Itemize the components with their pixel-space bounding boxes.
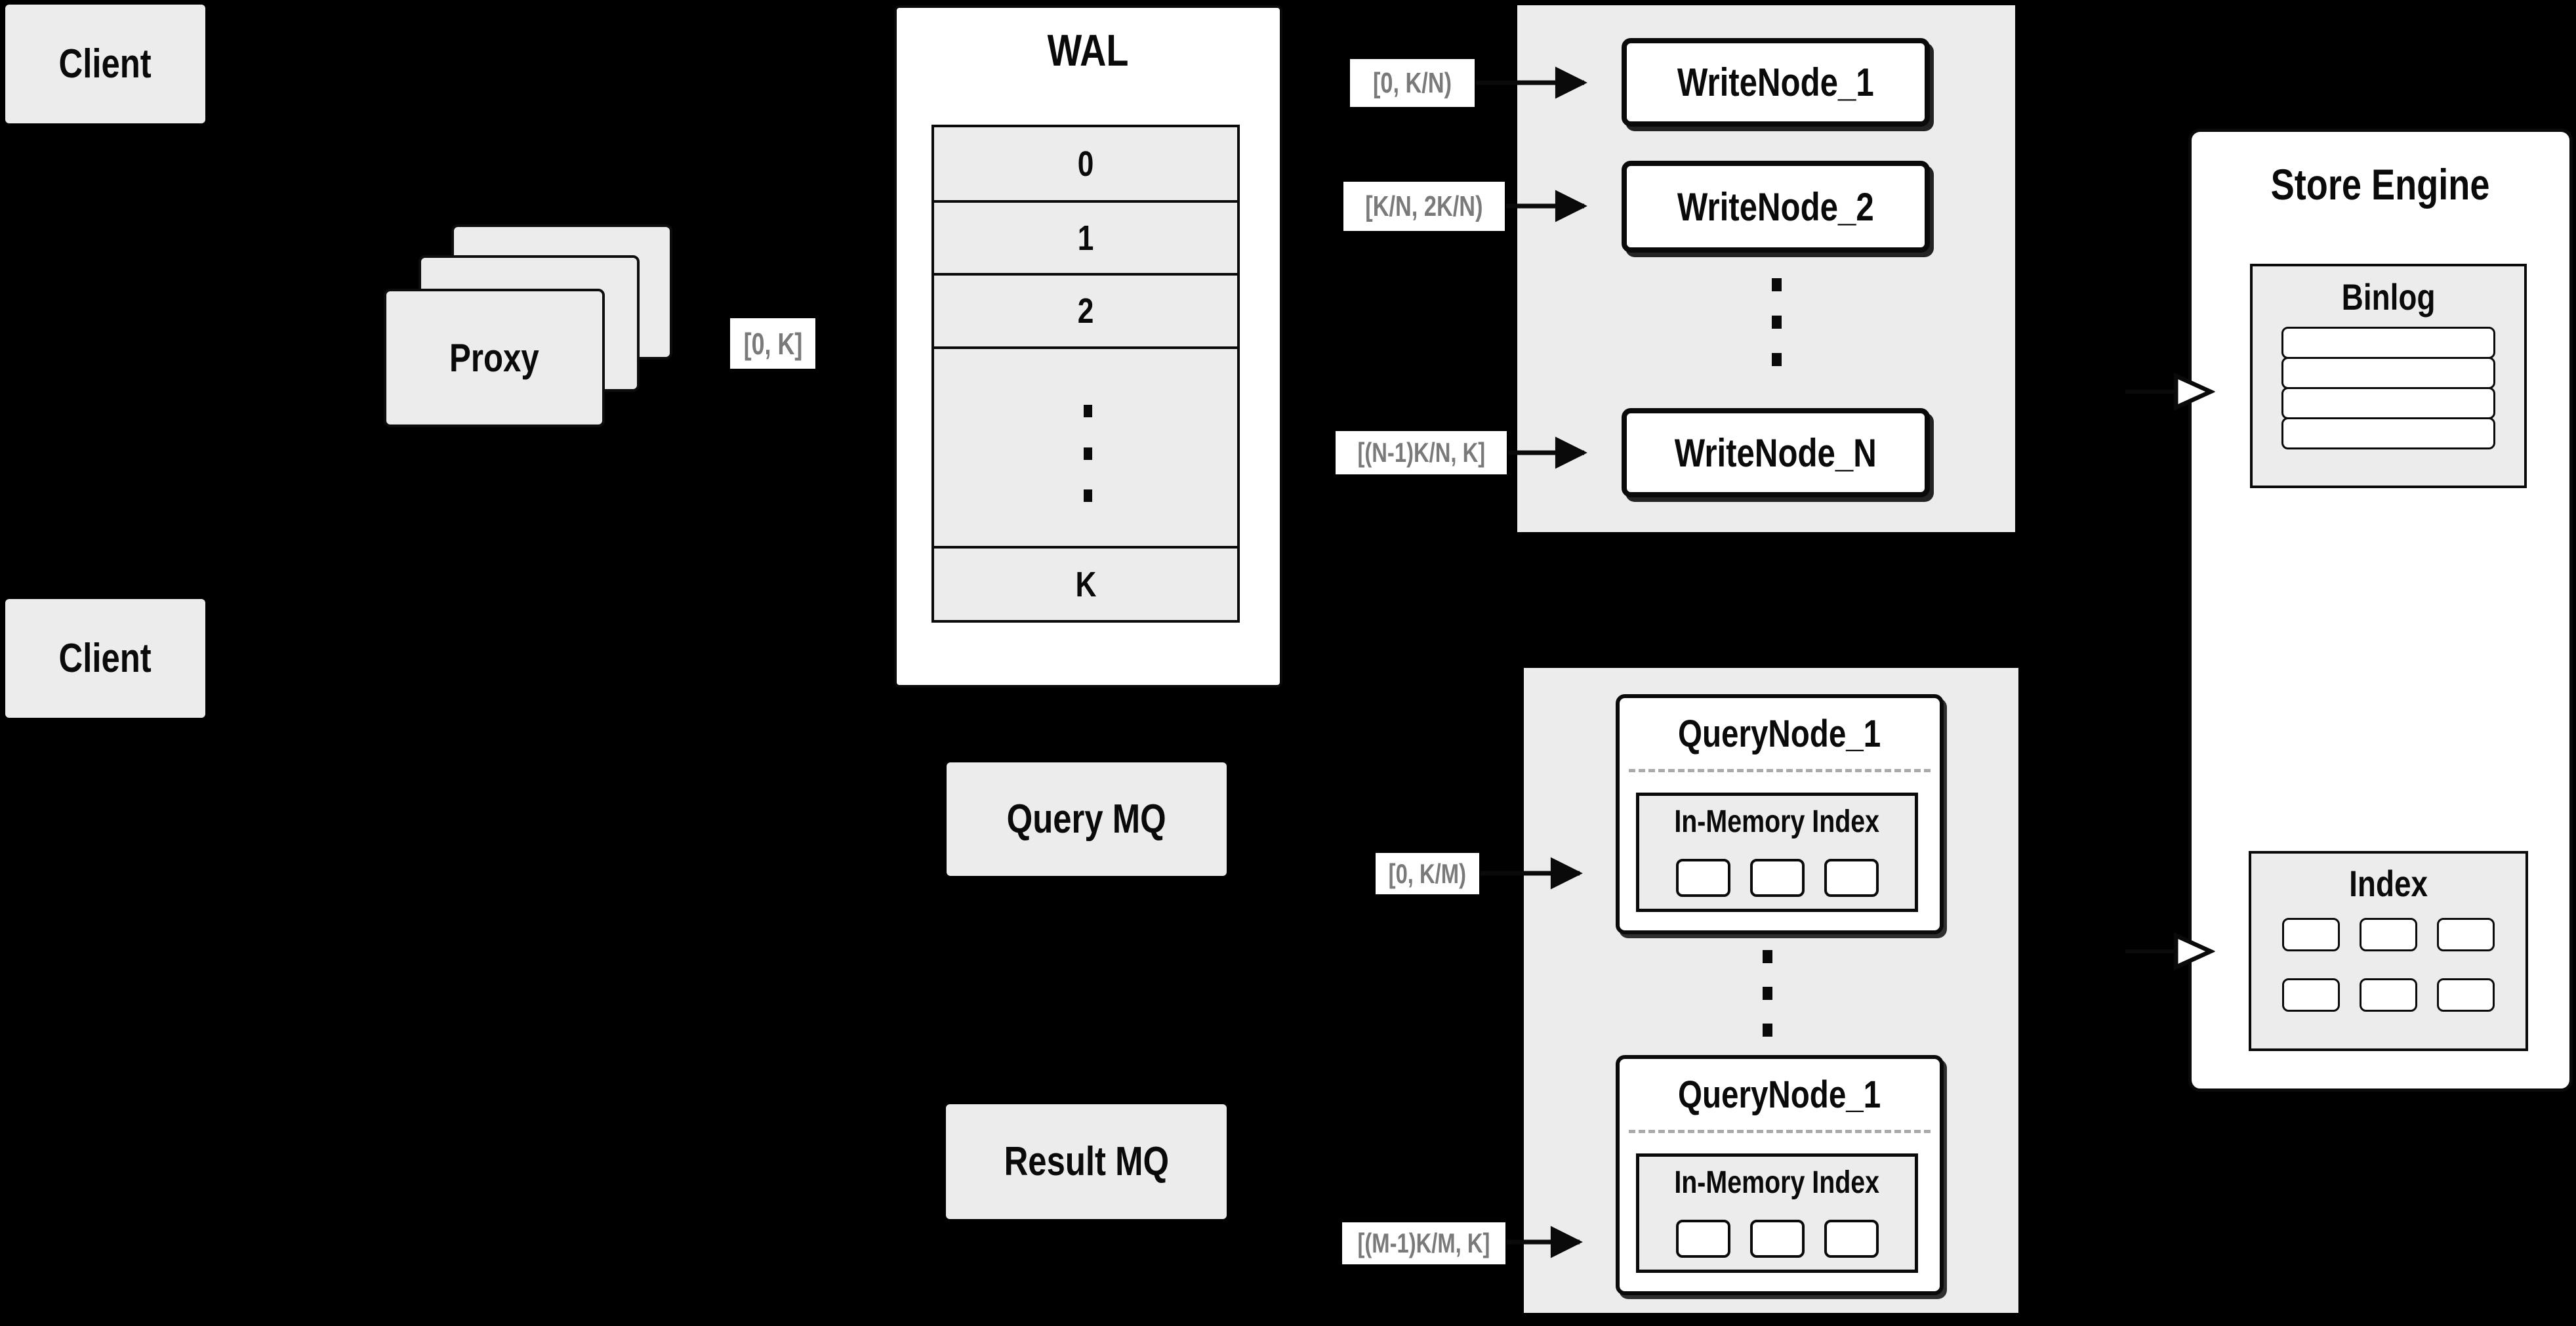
wal-row-2: 2 (1077, 291, 1094, 331)
binlog-row (2281, 327, 2495, 359)
query-node-top-box: QueryNode_1 In-Memory Index (1616, 694, 1944, 934)
range-label-write-2: [K/N, 2K/N) (1343, 182, 1505, 231)
write-node-2-label: WriteNode_2 (1677, 184, 1874, 229)
write-node-2-box: WriteNode_2 (1622, 161, 1930, 253)
wal-row-k: K (1075, 564, 1096, 604)
result-mq-box: Result MQ (946, 1104, 1227, 1219)
range-label-query-1: [0, K/M) (1376, 853, 1479, 894)
segment-cell (1749, 1220, 1805, 1258)
range-label-proxy-out: [0, K] (730, 318, 815, 369)
segment-cell (1675, 1220, 1730, 1258)
segment-cell (1749, 859, 1805, 897)
wal-row-1: 1 (1077, 218, 1094, 258)
index-box: Index (2249, 851, 2528, 1051)
result-mq-label: Result MQ (1004, 1139, 1169, 1184)
wal-table: 0 1 2 K (931, 125, 1240, 623)
write-nodes-ellipsis (1772, 278, 1782, 291)
client-top-label: Client (58, 41, 152, 87)
wal-title: WAL (1048, 26, 1129, 75)
client-bottom-box: Client (5, 599, 205, 718)
binlog-row (2281, 387, 2495, 419)
in-memory-index-bottom-title: In-Memory Index (1674, 1165, 1880, 1200)
index-cell (2360, 918, 2417, 951)
write-node-n-label: WriteNode_N (1674, 430, 1877, 475)
query-mq-box: Query MQ (947, 762, 1227, 876)
query-node-bottom-divider (1629, 1130, 1931, 1133)
store-engine-title: Store Engine (2271, 160, 2490, 209)
index-title: Index (2349, 862, 2428, 904)
index-cell (2437, 918, 2495, 951)
write-node-n-box: WriteNode_N (1622, 408, 1930, 497)
write-node-1-box: WriteNode_1 (1622, 38, 1930, 127)
binlog-row (2281, 357, 2495, 389)
in-memory-index-top-title: In-Memory Index (1674, 804, 1880, 839)
wal-row-0: 0 (1077, 144, 1094, 184)
query-node-top-title: QueryNode_1 (1678, 712, 1881, 755)
range-label-write-n: [(N-1)K/N, K] (1336, 431, 1507, 474)
binlog-box: Binlog (2250, 264, 2527, 488)
proxy-card-front: Proxy (384, 289, 605, 427)
range-label-query-m: [(M-1)K/M, K] (1342, 1222, 1505, 1264)
store-engine-box: Store Engine Binlog Index (2188, 129, 2573, 1092)
query-node-bottom-box: QueryNode_1 In-Memory Index (1616, 1055, 1944, 1295)
client-bottom-label: Client (58, 636, 152, 681)
index-cell (2437, 978, 2495, 1012)
index-cell (2282, 918, 2340, 951)
query-nodes-ellipsis (1763, 950, 1772, 963)
query-node-bottom-inmemory: In-Memory Index (1636, 1153, 1918, 1273)
range-label-write-1: [0, K/N) (1350, 59, 1475, 107)
binlog-title: Binlog (2341, 276, 2436, 318)
query-mq-label: Query MQ (1007, 797, 1166, 842)
query-node-top-inmemory: In-Memory Index (1636, 793, 1918, 912)
index-cell (2360, 978, 2417, 1012)
proxy-label: Proxy (449, 336, 539, 380)
wal-box: WAL 0 1 2 K (894, 5, 1282, 688)
query-node-top-divider (1629, 769, 1931, 772)
segment-cell (1675, 859, 1730, 897)
wal-ellipsis-cell (934, 346, 1237, 546)
index-cell (2282, 978, 2340, 1012)
binlog-row (2281, 417, 2495, 449)
segment-cell (1824, 1220, 1879, 1258)
write-node-1-label: WriteNode_1 (1677, 60, 1874, 104)
segment-cell (1824, 859, 1879, 897)
query-node-bottom-title: QueryNode_1 (1678, 1073, 1881, 1116)
client-top-box: Client (5, 5, 205, 123)
